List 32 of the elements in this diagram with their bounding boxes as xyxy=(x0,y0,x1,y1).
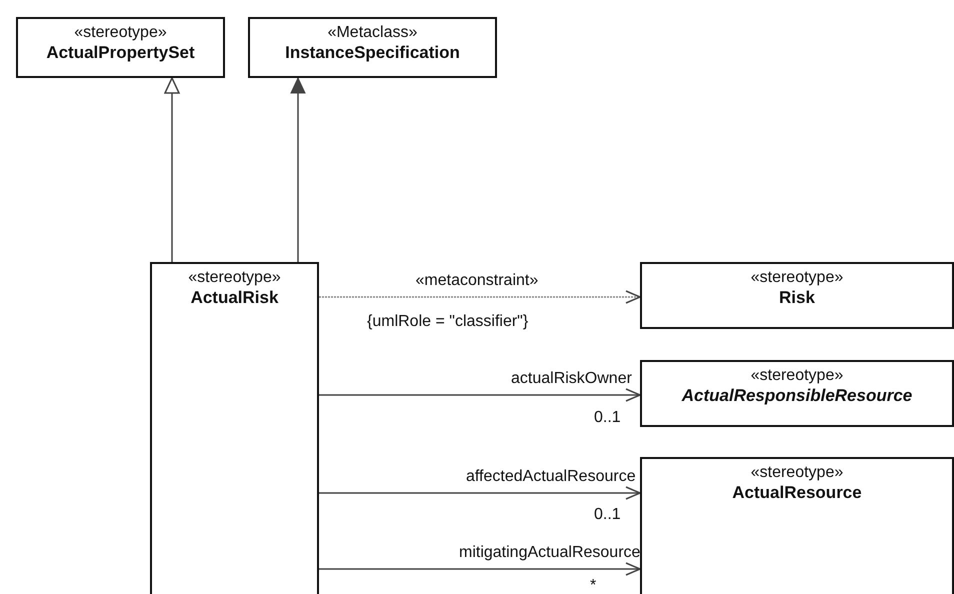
generalization-arrow xyxy=(164,77,180,262)
stereotype-label: «stereotype» xyxy=(750,268,844,288)
class-name: InstanceSpecification xyxy=(284,43,461,63)
class-box xyxy=(150,262,319,594)
stereotype-label: «Metaclass» xyxy=(326,23,418,43)
class-name: ActualResponsibleResource xyxy=(680,386,914,406)
edge-label: affectedActualResource xyxy=(466,468,636,486)
stereotype-label: «stereotype» xyxy=(73,23,168,43)
stereotype-label: «stereotype» xyxy=(187,268,282,288)
edge-label: mitigatingActualResource xyxy=(459,544,640,562)
class-box xyxy=(640,262,954,329)
association-arrow xyxy=(319,562,641,576)
class-box xyxy=(640,457,954,594)
class-box xyxy=(248,17,497,78)
multiplicity-label: * xyxy=(590,577,596,594)
class-box xyxy=(640,360,954,427)
class-name: ActualResource xyxy=(731,483,863,503)
stereotype-label: «stereotype» xyxy=(750,463,844,483)
extension-arrow xyxy=(290,78,306,262)
constraint-label: {umlRole = "classifier"} xyxy=(367,313,528,331)
class-name: ActualRisk xyxy=(190,288,280,308)
association-arrow xyxy=(319,486,641,500)
class-name: ActualPropertySet xyxy=(45,43,196,63)
dependency-arrow xyxy=(319,290,641,304)
stereotype-label: «stereotype» xyxy=(750,366,844,386)
multiplicity-label: 0..1 xyxy=(594,506,621,524)
class-box xyxy=(16,17,225,78)
association-arrow xyxy=(319,388,641,402)
class-name: Risk xyxy=(778,288,816,308)
edge-label: actualRiskOwner xyxy=(511,370,632,388)
edge-label: «metaconstraint» xyxy=(416,272,538,290)
multiplicity-label: 0..1 xyxy=(594,409,621,427)
